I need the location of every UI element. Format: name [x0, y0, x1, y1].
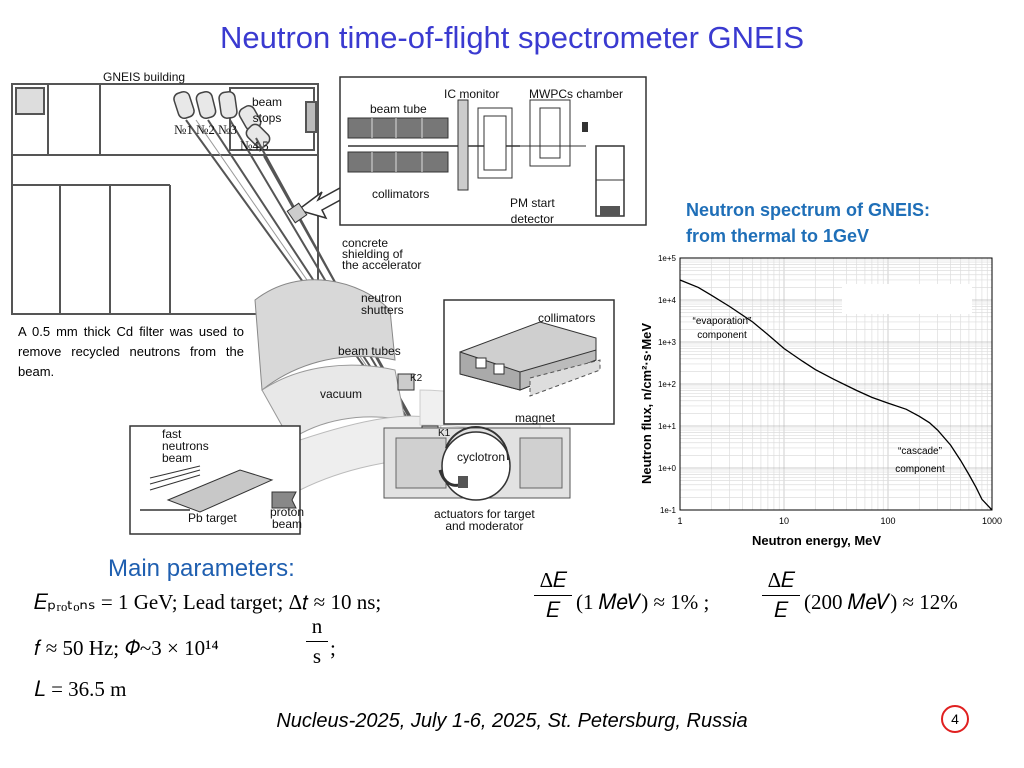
building-plan [11, 83, 319, 315]
x-tick-label: 1000 [982, 516, 1002, 526]
x-tick-label: 1 [677, 516, 682, 526]
collimators-mid-label: collimators [538, 311, 596, 325]
cyclotron-drawing [383, 426, 571, 501]
ic-monitor-label: IC monitor [444, 87, 500, 101]
y-tick-label: 1e+1 [658, 422, 677, 431]
y-tick-label: 1e+5 [658, 254, 677, 263]
y-tick-label: 1e+2 [658, 380, 677, 389]
gneis-building-label: GNEIS building [103, 70, 186, 84]
collimators-inset [443, 299, 615, 425]
cyclotron-label: cyclotron [457, 450, 506, 464]
magnet-label: magnet [515, 411, 556, 425]
svg-text:“evaporation”: “evaporation” [693, 316, 752, 327]
beam-tube-label: beam tube [370, 102, 427, 116]
resolution-value-1: (1 𝑀𝑒𝑉) ≈ 1% ; [576, 590, 710, 614]
channel-45-label: №4,5 [240, 138, 269, 153]
beam-tubes-label: beam tubes [338, 344, 401, 358]
x-tick-label: 100 [880, 516, 895, 526]
beam-stop-cylinders [173, 90, 271, 149]
chart-blank-patch [842, 284, 972, 314]
k1-label: K1 [438, 428, 451, 439]
evaporation-annotation: “evaporation” component [693, 316, 752, 341]
spectrum-line [679, 279, 993, 511]
x-tick-label: 10 [779, 516, 789, 526]
detector-inset [339, 76, 647, 226]
page-title: Neutron time-of-flight spectrometer GNEI… [219, 20, 805, 55]
pb-target-inset [129, 425, 301, 535]
vacuum-label: vacuum [320, 387, 363, 401]
resolution-value-2: (200 𝑀𝑒𝑉) ≈ 12% [804, 590, 958, 614]
gneis-schematic [11, 76, 647, 535]
channel-3-label: №3 [218, 122, 237, 137]
cd-filter-note: A 0.5 mm thick Cd filter was used to rem… [18, 324, 244, 379]
chart-title: Neutron spectrum of GNEIS:from thermal t… [686, 200, 931, 246]
main-parameters-heading: Main parameters: [108, 555, 295, 582]
params-row-1: 𝐸ₚᵣₒₜₒₙₛ = 1 GeV; Lead target; Δ𝑡 ≈ 10 n… [34, 590, 382, 614]
k2-label: K2 [410, 373, 423, 384]
page-number: 4 [941, 705, 969, 733]
y-axis-label: Neutron flux, n/cm²·s·MeV [639, 323, 654, 484]
y-tick-label: 1e+0 [658, 464, 677, 473]
y-tick-label: 1e-1 [660, 506, 677, 515]
svg-text:component: component [697, 330, 747, 341]
channel-1-label: №1 [174, 122, 193, 137]
params-row-2-end: ; [330, 636, 336, 660]
params-row-2: 𝑓 ≈ 50 Hz; 𝛷~3 × 10¹⁴ [34, 636, 219, 660]
pb-target-label: Pb target [188, 511, 237, 525]
channel-2-label: №2 [196, 122, 215, 137]
mwpcs-chamber-label: MWPCs chamber [529, 87, 624, 101]
svg-text:“cascade”: “cascade” [898, 446, 942, 457]
params-row-3: 𝐿 = 36.5 m [34, 677, 127, 701]
y-tick-label: 1e+4 [658, 296, 677, 305]
svg-text:component: component [895, 464, 945, 475]
collimators-top-label: collimators [372, 187, 430, 201]
concrete-shielding [254, 279, 396, 391]
neutron-spectrum-chart: 1 10 100 1000 1e-1 1e+0 1e+1 1e+2 1e+3 1e+4 1e+5 N… [639, 254, 1002, 548]
x-axis-label: Neutron energy, MeV [752, 533, 881, 548]
y-tick-label: 1e+3 [658, 338, 677, 347]
footer-conference: Nucleus-2025, July 1-6, 2025, St. Peters… [276, 710, 748, 732]
cascade-annotation: “cascade” component [895, 446, 945, 475]
